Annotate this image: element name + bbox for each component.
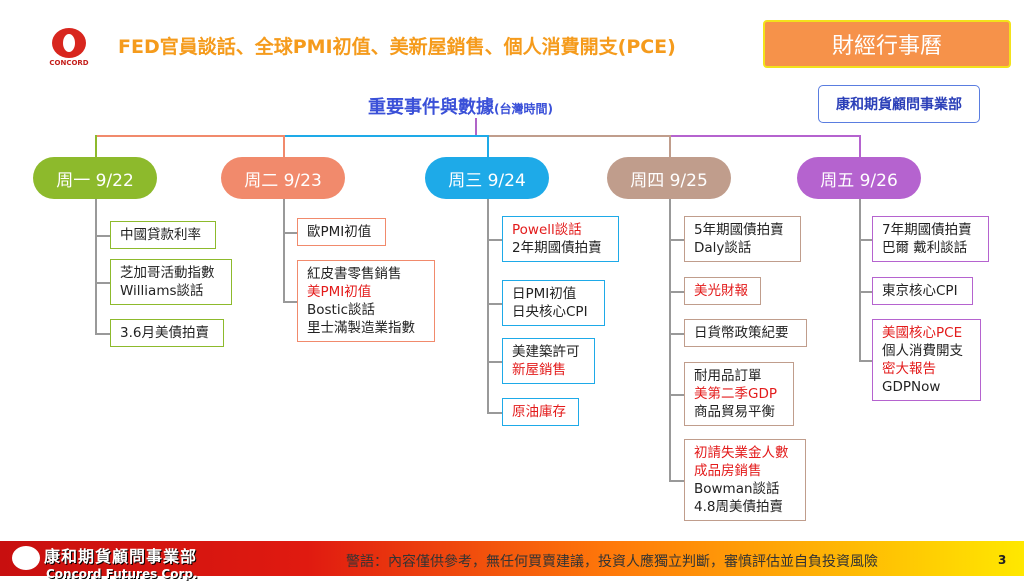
event-item: 原油庫存	[512, 404, 566, 420]
event-item: Powell談話	[512, 222, 582, 238]
branch-line	[95, 135, 283, 137]
item-tick	[859, 291, 872, 293]
event-item: 2年期國債拍賣	[512, 240, 602, 256]
item-tick	[487, 303, 502, 305]
event-box: 美光財報	[684, 277, 761, 305]
item-tick	[283, 301, 297, 303]
trunk-line	[475, 118, 477, 136]
day-connector	[859, 199, 861, 360]
event-item: 美建築許可	[512, 344, 580, 360]
item-tick	[669, 291, 684, 293]
item-tick	[859, 360, 872, 362]
event-item: 商品貿易平衡	[694, 404, 775, 420]
item-tick	[95, 235, 110, 237]
day-connector	[669, 199, 671, 480]
event-box: 芝加哥活動指數 Williams談話	[110, 259, 232, 305]
event-item: 3.6月美債拍賣	[120, 325, 209, 341]
disclaimer: 警語：內容僅供參考，無任何買賣建議，投資人應獨立判斷，審慎評估並自負投資風險	[346, 554, 878, 570]
event-item: 成品房銷售	[694, 463, 762, 479]
footer-bar	[0, 541, 1024, 576]
event-item: 美PMI初值	[307, 284, 372, 300]
timezone-note: (台灣時間)	[494, 102, 553, 116]
event-box: 初請失業金人數成品房銷售 Bowman談話 4.8周美債拍賣	[684, 439, 806, 521]
item-tick	[487, 239, 502, 241]
page-number: 3	[998, 553, 1007, 567]
event-box: 7年期國債拍賣巴爾 戴利談話	[872, 216, 989, 262]
branch-line	[283, 135, 487, 137]
item-tick	[669, 394, 684, 396]
event-item: 7年期國債拍賣	[882, 222, 972, 238]
event-box: 中國貸款利率	[110, 221, 216, 249]
event-box: 東京核心CPI	[872, 277, 973, 305]
event-item: 日央核心CPI	[512, 304, 588, 320]
item-tick	[669, 333, 684, 335]
event-item: 里士滿製造業指數	[307, 320, 415, 336]
event-box: 日貨幣政策紀要	[684, 319, 807, 347]
event-item: 美第二季GDP	[694, 386, 777, 402]
branch-line	[669, 135, 859, 137]
event-box: 歐PMI初值	[297, 218, 386, 246]
event-item: 中國貸款利率	[120, 227, 201, 243]
item-tick	[669, 480, 684, 482]
item-tick	[283, 232, 297, 234]
event-item: 美光財報	[694, 283, 748, 299]
item-tick	[95, 282, 110, 284]
event-item: 密大報告	[882, 361, 936, 377]
day-connector	[487, 199, 489, 412]
event-item: 4.8周美債拍賣	[694, 499, 783, 515]
event-item: 日PMI初值	[512, 286, 577, 302]
event-item: Bostic談話	[307, 302, 376, 318]
event-box: 日PMI初值日央核心CPI	[502, 280, 605, 326]
event-item: 個人消費開支	[882, 343, 963, 359]
event-box: Powell談話 2年期國債拍賣	[502, 216, 619, 262]
item-tick	[669, 239, 684, 241]
branch-drop	[283, 135, 285, 157]
day-pill: 周五 9/26	[797, 157, 921, 199]
event-item: 5年期國債拍賣	[694, 222, 784, 238]
event-box: 美建築許可新屋銷售	[502, 338, 595, 384]
event-item: 新屋銷售	[512, 362, 566, 378]
event-item: 日貨幣政策紀要	[694, 325, 789, 341]
event-item: GDPNow	[882, 379, 941, 395]
branch-line	[487, 135, 669, 137]
section-title-text: 重要事件與數據	[368, 97, 494, 118]
event-item: 芝加哥活動指數	[120, 265, 215, 281]
item-tick	[487, 412, 502, 414]
day-pill: 周三 9/24	[425, 157, 549, 199]
item-tick	[95, 333, 110, 335]
event-item: Daly談話	[694, 240, 752, 256]
event-item: 東京核心CPI	[882, 283, 958, 299]
event-item: 初請失業金人數	[694, 445, 789, 461]
calendar-badge: 財經行事曆	[763, 20, 1011, 68]
event-box: 耐用品訂單美第二季GDP 商品貿易平衡	[684, 362, 794, 426]
day-pill: 周一 9/22	[33, 157, 157, 199]
concord-logo: CONCORD	[48, 28, 90, 70]
event-item: 巴爾 戴利談話	[882, 240, 968, 256]
event-item: 紅皮書零售銷售	[307, 266, 402, 282]
branch-drop	[95, 135, 97, 157]
day-pill: 周四 9/25	[607, 157, 731, 199]
day-connector	[95, 199, 97, 333]
event-item: 歐PMI初值	[307, 224, 372, 240]
page-title: FED官員談話、全球PMI初值、美新屋銷售、個人消費開支(PCE)	[118, 36, 676, 58]
event-item: 美國核心PCE	[882, 325, 963, 341]
event-box: 5年期國債拍賣 Daly談話	[684, 216, 801, 262]
item-tick	[487, 361, 502, 363]
event-box: 美國核心PCE 個人消費開支密大報告 GDPNow	[872, 319, 981, 401]
event-box: 紅皮書零售銷售美PMI初值 Bostic談話里士滿製造業指數	[297, 260, 435, 342]
day-connector	[283, 199, 285, 301]
branch-drop	[859, 135, 861, 157]
day-pill: 周二 9/23	[221, 157, 345, 199]
event-box: 原油庫存	[502, 398, 579, 426]
department-label: 康和期貨顧問事業部	[818, 85, 980, 123]
event-item: Bowman談話	[694, 481, 780, 497]
event-item: Williams談話	[120, 283, 204, 299]
branch-drop	[487, 135, 489, 157]
event-box: 3.6月美債拍賣	[110, 319, 224, 347]
item-tick	[859, 239, 872, 241]
section-title: 重要事件與數據(台灣時間)	[368, 93, 553, 119]
branch-drop	[669, 135, 671, 157]
event-item: 耐用品訂單	[694, 368, 762, 384]
